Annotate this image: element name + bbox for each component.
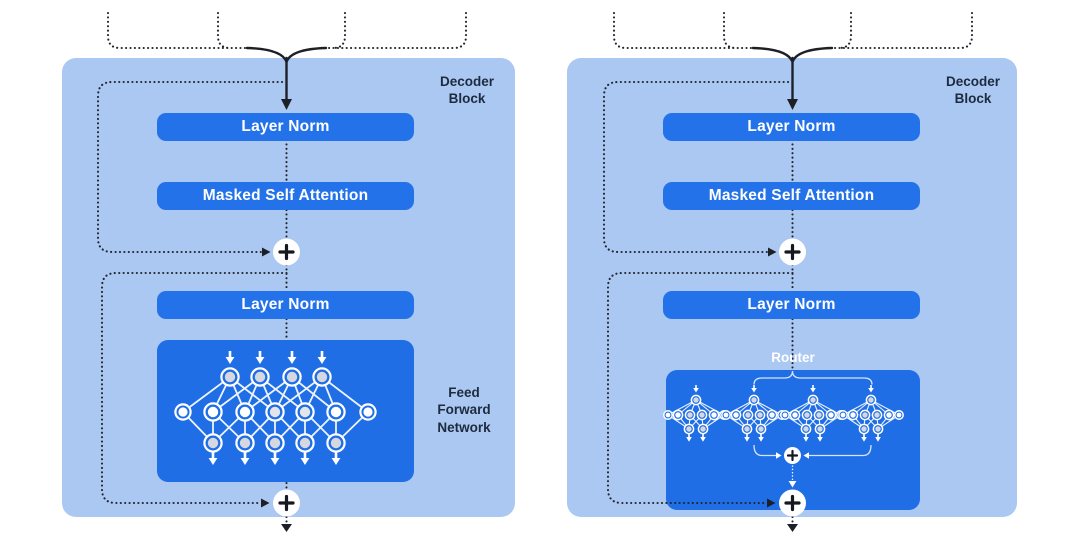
experts-box [666,370,920,510]
layer-norm-2-moe: Layer Norm [663,291,920,319]
feed-forward-network-label: Feed Forward Network [437,385,491,435]
layer-norm-1-moe: Layer Norm [663,113,920,141]
masked-self-attention-moe: Masked Self Attention [663,182,920,210]
feed-forward-network-box [157,340,414,482]
decoder-block-label-dense: Decoder Block [439,74,495,107]
router-label: Router [771,350,815,365]
layer-norm-1-dense: Layer Norm [157,113,414,141]
layer-norm-2-dense: Layer Norm [157,291,414,319]
masked-self-attention-dense: Masked Self Attention [157,182,414,210]
output-arrow-dense [279,515,294,534]
decoder-block-label-moe: Decoder Block [945,74,1001,107]
output-arrow-moe [785,515,800,534]
